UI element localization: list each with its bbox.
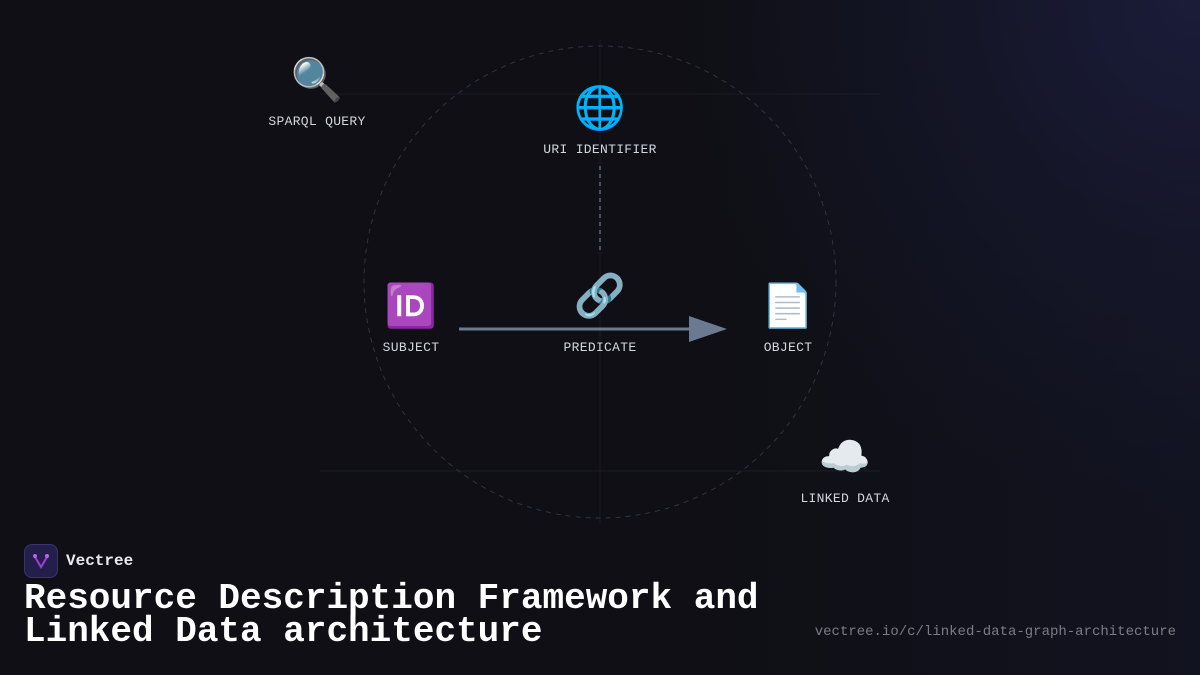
vectree-logo-icon [24,544,58,578]
link-icon: 🔗 [573,271,627,320]
source-url: vectree.io/c/linked-data-graph-architect… [814,624,1176,640]
node-linked-data: ☁️ LINKED DATA [800,431,890,507]
node-label: LINKED DATA [800,491,890,506]
title-line-1: Resource Description Framework and [24,578,759,619]
magnifying-glass-icon: 🔍 [290,55,344,104]
node-label: SPARQL QUERY [268,114,366,129]
globe-icon: 🌐 [573,83,627,132]
node-label: SUBJECT [382,340,440,355]
node-label: URI IDENTIFIER [543,142,657,157]
brand-name: Vectree [66,552,134,570]
node-label: OBJECT [763,340,813,355]
brand: Vectree [24,544,133,578]
node-predicate: 🔗 PREDICATE [563,270,637,356]
title-line-2: Linked Data architecture [24,611,543,652]
node-sparql-query: 🔍 SPARQL QUERY [268,54,366,130]
cloud-icon: ☁️ [818,432,872,481]
node-uri-identifier: 🌐 URI IDENTIFIER [543,82,657,158]
page-title: Resource Description Framework and Linke… [24,581,759,650]
document-icon: 📄 [761,281,815,330]
orbit-circle [363,45,837,519]
id-badge-icon: 🆔 [384,281,438,330]
node-label: PREDICATE [563,340,637,355]
node-object: 📄 OBJECT [761,280,815,356]
arrow-head-icon [689,316,727,342]
node-subject: 🆔 SUBJECT [382,280,440,356]
